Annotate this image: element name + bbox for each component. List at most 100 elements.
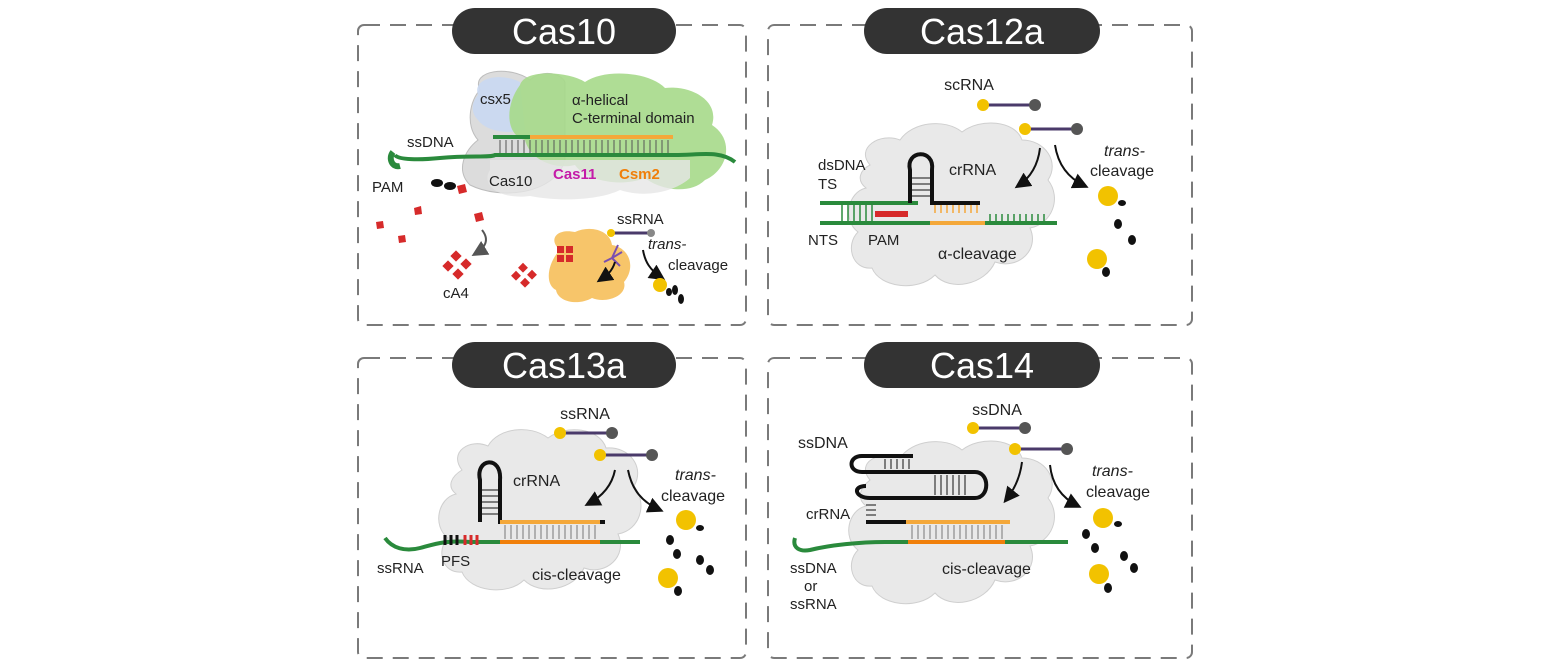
crrna-ticks (934, 204, 978, 213)
cleaved-reporters (1082, 508, 1138, 593)
ca4-label: cA4 (443, 285, 469, 302)
hairpin-ticks (482, 489, 498, 515)
dsdna-label: dsDNA (818, 157, 866, 174)
trans-label: trans- (675, 467, 716, 484)
panel-cas12a: Cas12a scRNA trans- cleavage (767, 8, 1193, 326)
hairpin-ticks (912, 177, 930, 197)
csx5-label: csx5 (480, 91, 511, 108)
cleavage-label: cleavage (661, 488, 725, 505)
reporter-quencher-1 (1029, 99, 1041, 111)
crrna-label: crRNA (949, 162, 996, 179)
nts-label: NTS (808, 232, 838, 249)
ssdna-reporter-label: ssDNA (972, 402, 1022, 419)
scaffold-rna (849, 454, 989, 500)
trans-label: trans- (1092, 463, 1133, 480)
pam-label: PAM (372, 179, 403, 196)
atp-molecules (376, 179, 484, 243)
trans-arrow (642, 249, 666, 281)
target-label-line3: ssRNA (790, 596, 837, 613)
panel-cas13a: Cas13a ssRNA trans- cleavage (357, 342, 747, 659)
base-pair-ticks (499, 140, 669, 153)
title-pill (864, 8, 1100, 54)
trans-arrow (1049, 464, 1082, 508)
reporter-fluorophore-1 (977, 99, 989, 111)
ssrna-label: ssRNA (617, 211, 664, 228)
panel-title: Cas12a (920, 11, 1045, 52)
cleaved-reporter (603, 244, 623, 267)
pfs-label: PFS (441, 553, 470, 570)
csm6-blob (548, 228, 631, 303)
cleavage-label: cleavage (1090, 163, 1154, 180)
cis-arrow (1003, 461, 1023, 504)
csm6-arrow (596, 261, 616, 283)
ssdna-label: ssDNA (798, 435, 848, 452)
crrna-hairpin (477, 460, 605, 524)
ca4-arrow (471, 229, 490, 257)
cis-cleavage-label: cis-cleavage (532, 567, 621, 584)
scrna-label: scRNA (944, 77, 994, 94)
ssrna-target-label: ssRNA (377, 560, 424, 577)
helical-label-2: C-terminal domain (572, 110, 695, 127)
scaffold-ticks (884, 459, 966, 495)
crrna-label: crRNA (513, 473, 560, 490)
panel-cas10: Cas10 csx5 α-helical C-terminal domain (357, 8, 747, 326)
csm2-label: Csm2 (619, 166, 660, 183)
cas10-complex (462, 70, 727, 200)
trans-arrow (1054, 144, 1089, 189)
target-strand (792, 537, 1068, 553)
reporter-fluorophore-2 (1019, 123, 1031, 135)
panel-title: Cas13a (502, 345, 627, 386)
cas13a-cloud (438, 429, 642, 591)
guide-ticks (504, 525, 596, 539)
trans-label: trans- (1104, 143, 1145, 160)
pfs-red (463, 535, 479, 545)
cis-cleavage-label: cis-cleavage (942, 561, 1031, 578)
cis-arrow (1014, 147, 1041, 189)
title-pill (864, 342, 1100, 388)
panel-title: Cas10 (512, 11, 616, 52)
cas11-csm2-base (487, 160, 690, 200)
helical-label-1: α-helical (572, 92, 628, 109)
panel-border (767, 357, 1193, 659)
crrna-label: crRNA (806, 506, 850, 523)
cas11-label: Cas11 (553, 166, 596, 183)
dsdna-ticks (841, 205, 1045, 221)
cleaved-reporters (653, 278, 684, 304)
panel-cas14: Cas14 ssDNA trans- cleavage ssDNA crRNA (767, 342, 1193, 659)
guide-ticks (911, 525, 1003, 539)
reporter-quencher-2 (1071, 123, 1083, 135)
ts-label: TS (818, 176, 837, 193)
panel-border (767, 24, 1193, 326)
cas10-label: Cas10 (489, 173, 532, 190)
reporter-quencher-1 (606, 427, 618, 439)
ssdna-label: ssDNA (407, 134, 454, 151)
crrna-hairpin (907, 152, 980, 205)
reporter-fluorophore-2 (594, 449, 606, 461)
title-pill (452, 342, 676, 388)
cis-arrow (584, 469, 616, 506)
ssdna-strand (393, 151, 737, 164)
pfs-black (443, 535, 459, 545)
reporter-fluorophore-1 (554, 427, 566, 439)
title-pill (452, 8, 676, 54)
reporter-fluorophore-2 (1009, 443, 1021, 455)
trans-label: trans- (648, 236, 686, 253)
reporter-quencher-2 (646, 449, 658, 461)
stem-ticks (866, 504, 876, 516)
cleaved-reporters (1087, 186, 1136, 277)
ca4-cluster-2 (511, 262, 537, 288)
trans-arrow (627, 469, 664, 513)
target-label-line1: ssDNA (790, 560, 837, 577)
reporter-fluorophore-1 (967, 422, 979, 434)
ssrna-reporter-label: ssRNA (560, 406, 610, 423)
ca4-cluster (442, 250, 472, 280)
csm6-ca4 (557, 246, 573, 262)
reporter-quencher (647, 229, 655, 237)
reporter-quencher-2 (1061, 443, 1073, 455)
cleavage-label: cleavage (1086, 484, 1150, 501)
panel-title: Cas14 (930, 345, 1034, 386)
reporter-fluorophore (607, 229, 615, 237)
pam-label: PAM (868, 232, 899, 249)
cleaved-reporters (658, 510, 714, 596)
